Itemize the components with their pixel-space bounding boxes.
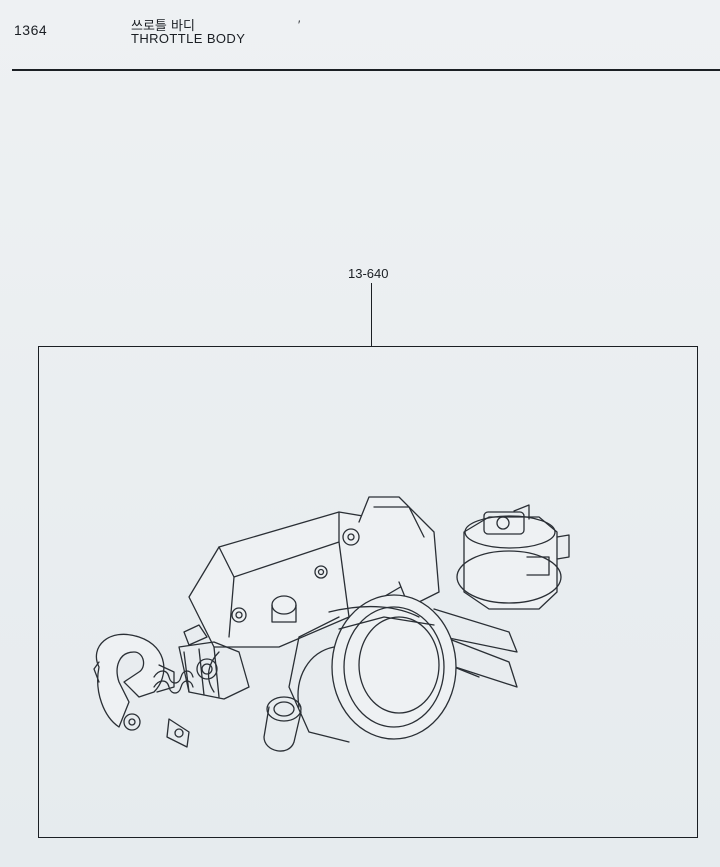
page-title-korean: 쓰로틀 바디	[131, 19, 195, 34]
illustration-frame	[38, 346, 698, 838]
print-mark: ′	[298, 18, 301, 32]
throttle-body-drawing-icon	[93, 496, 570, 752]
part-callout-label: 13-640	[348, 266, 389, 281]
page-title-english: THROTTLE BODY	[131, 31, 246, 46]
header-divider	[12, 69, 720, 71]
part-callout-leader-line	[371, 283, 372, 346]
page-number: 1364	[14, 22, 48, 38]
